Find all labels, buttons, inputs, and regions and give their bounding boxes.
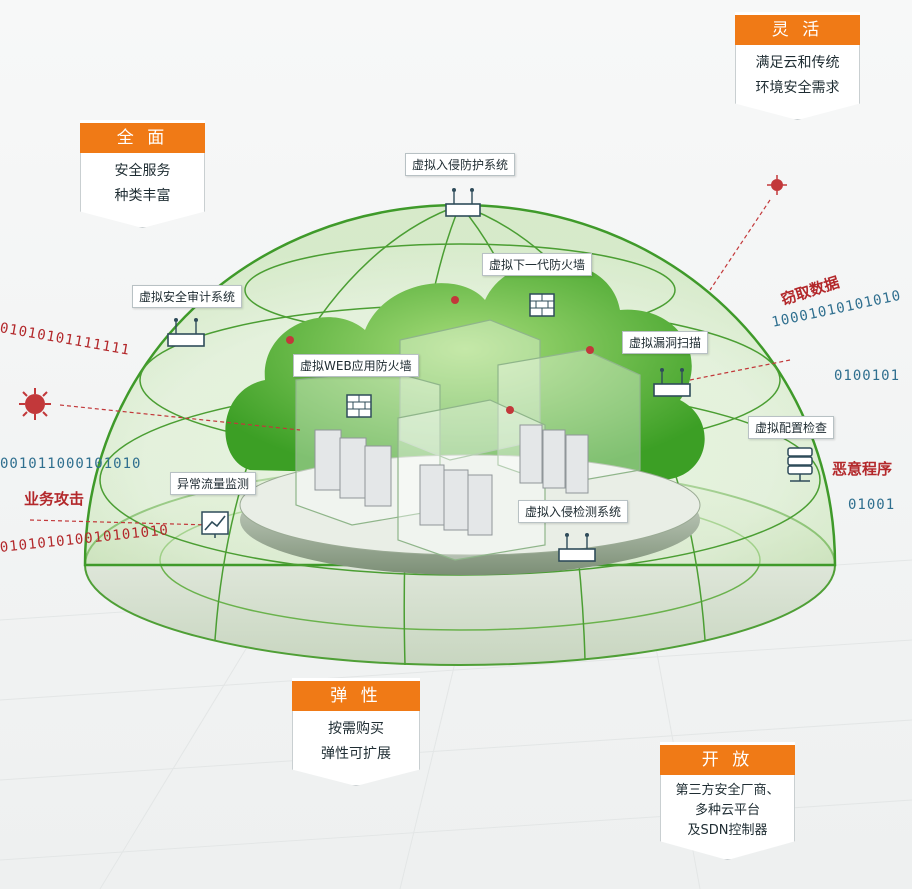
binary-stream: 001011000101010 bbox=[0, 456, 142, 472]
callout-title: 灵 活 bbox=[735, 12, 860, 45]
router-icon bbox=[167, 318, 205, 347]
callout-line: 及SDN控制器 bbox=[687, 823, 768, 838]
threat-attack: 业务攻击 bbox=[24, 490, 85, 508]
label-waf: 虚拟WEB应用防火墙 bbox=[293, 354, 419, 377]
callout-line: 按需购买 bbox=[328, 721, 384, 737]
callout-line: 弹性可扩展 bbox=[321, 746, 391, 762]
callout-line: 环境安全需求 bbox=[755, 80, 840, 96]
virus-icon bbox=[19, 388, 51, 420]
label-ips: 虚拟入侵防护系统 bbox=[405, 153, 516, 176]
callout-body: 满足云和传统 环境安全需求 bbox=[735, 45, 860, 120]
callout-title: 开 放 bbox=[660, 742, 795, 775]
callout-title: 全 面 bbox=[80, 120, 205, 153]
firewall-icon bbox=[529, 293, 555, 317]
threat-malware: 恶意程序 bbox=[832, 460, 893, 478]
firewall-icon bbox=[346, 394, 372, 418]
router-icon bbox=[445, 188, 481, 217]
callout-line: 第三方安全厂商、 bbox=[675, 783, 780, 798]
router-icon bbox=[653, 368, 691, 397]
cloud-shape bbox=[225, 261, 705, 480]
router-icon bbox=[558, 533, 596, 562]
callout-body: 第三方安全厂商、 多种云平台 及SDN控制器 bbox=[660, 775, 795, 860]
virus-icon bbox=[767, 175, 787, 195]
callout-line: 安全服务 bbox=[114, 163, 171, 179]
callout-comprehensive: 全 面 安全服务 种类丰富 bbox=[80, 120, 205, 228]
chart-icon bbox=[201, 511, 229, 538]
label-ngfw: 虚拟下一代防火墙 bbox=[482, 253, 593, 276]
callout-flexible: 灵 活 满足云和传统 环境安全需求 bbox=[735, 12, 860, 120]
callout-body: 安全服务 种类丰富 bbox=[80, 153, 205, 228]
label-ids: 虚拟入侵检测系统 bbox=[518, 500, 629, 523]
label-config-check: 虚拟配置检查 bbox=[748, 416, 835, 439]
label-vuln-scan: 虚拟漏洞扫描 bbox=[622, 331, 709, 354]
callout-line: 满足云和传统 bbox=[755, 55, 840, 71]
server-racks bbox=[314, 424, 589, 536]
database-icon bbox=[787, 447, 813, 482]
label-audit: 虚拟安全审计系统 bbox=[132, 285, 243, 308]
callout-title: 弹 性 bbox=[292, 678, 420, 711]
label-anomaly: 异常流量监测 bbox=[170, 472, 257, 495]
callout-body: 按需购买 弹性可扩展 bbox=[292, 711, 420, 786]
callout-line: 多种云平台 bbox=[694, 803, 760, 818]
callout-open: 开 放 第三方安全厂商、 多种云平台 及SDN控制器 bbox=[660, 742, 795, 860]
callout-elastic: 弹 性 按需购买 弹性可扩展 bbox=[292, 678, 420, 786]
binary-stream: 0100101 bbox=[834, 368, 901, 384]
binary-stream: 01001 bbox=[848, 497, 896, 513]
callout-line: 种类丰富 bbox=[114, 188, 171, 204]
